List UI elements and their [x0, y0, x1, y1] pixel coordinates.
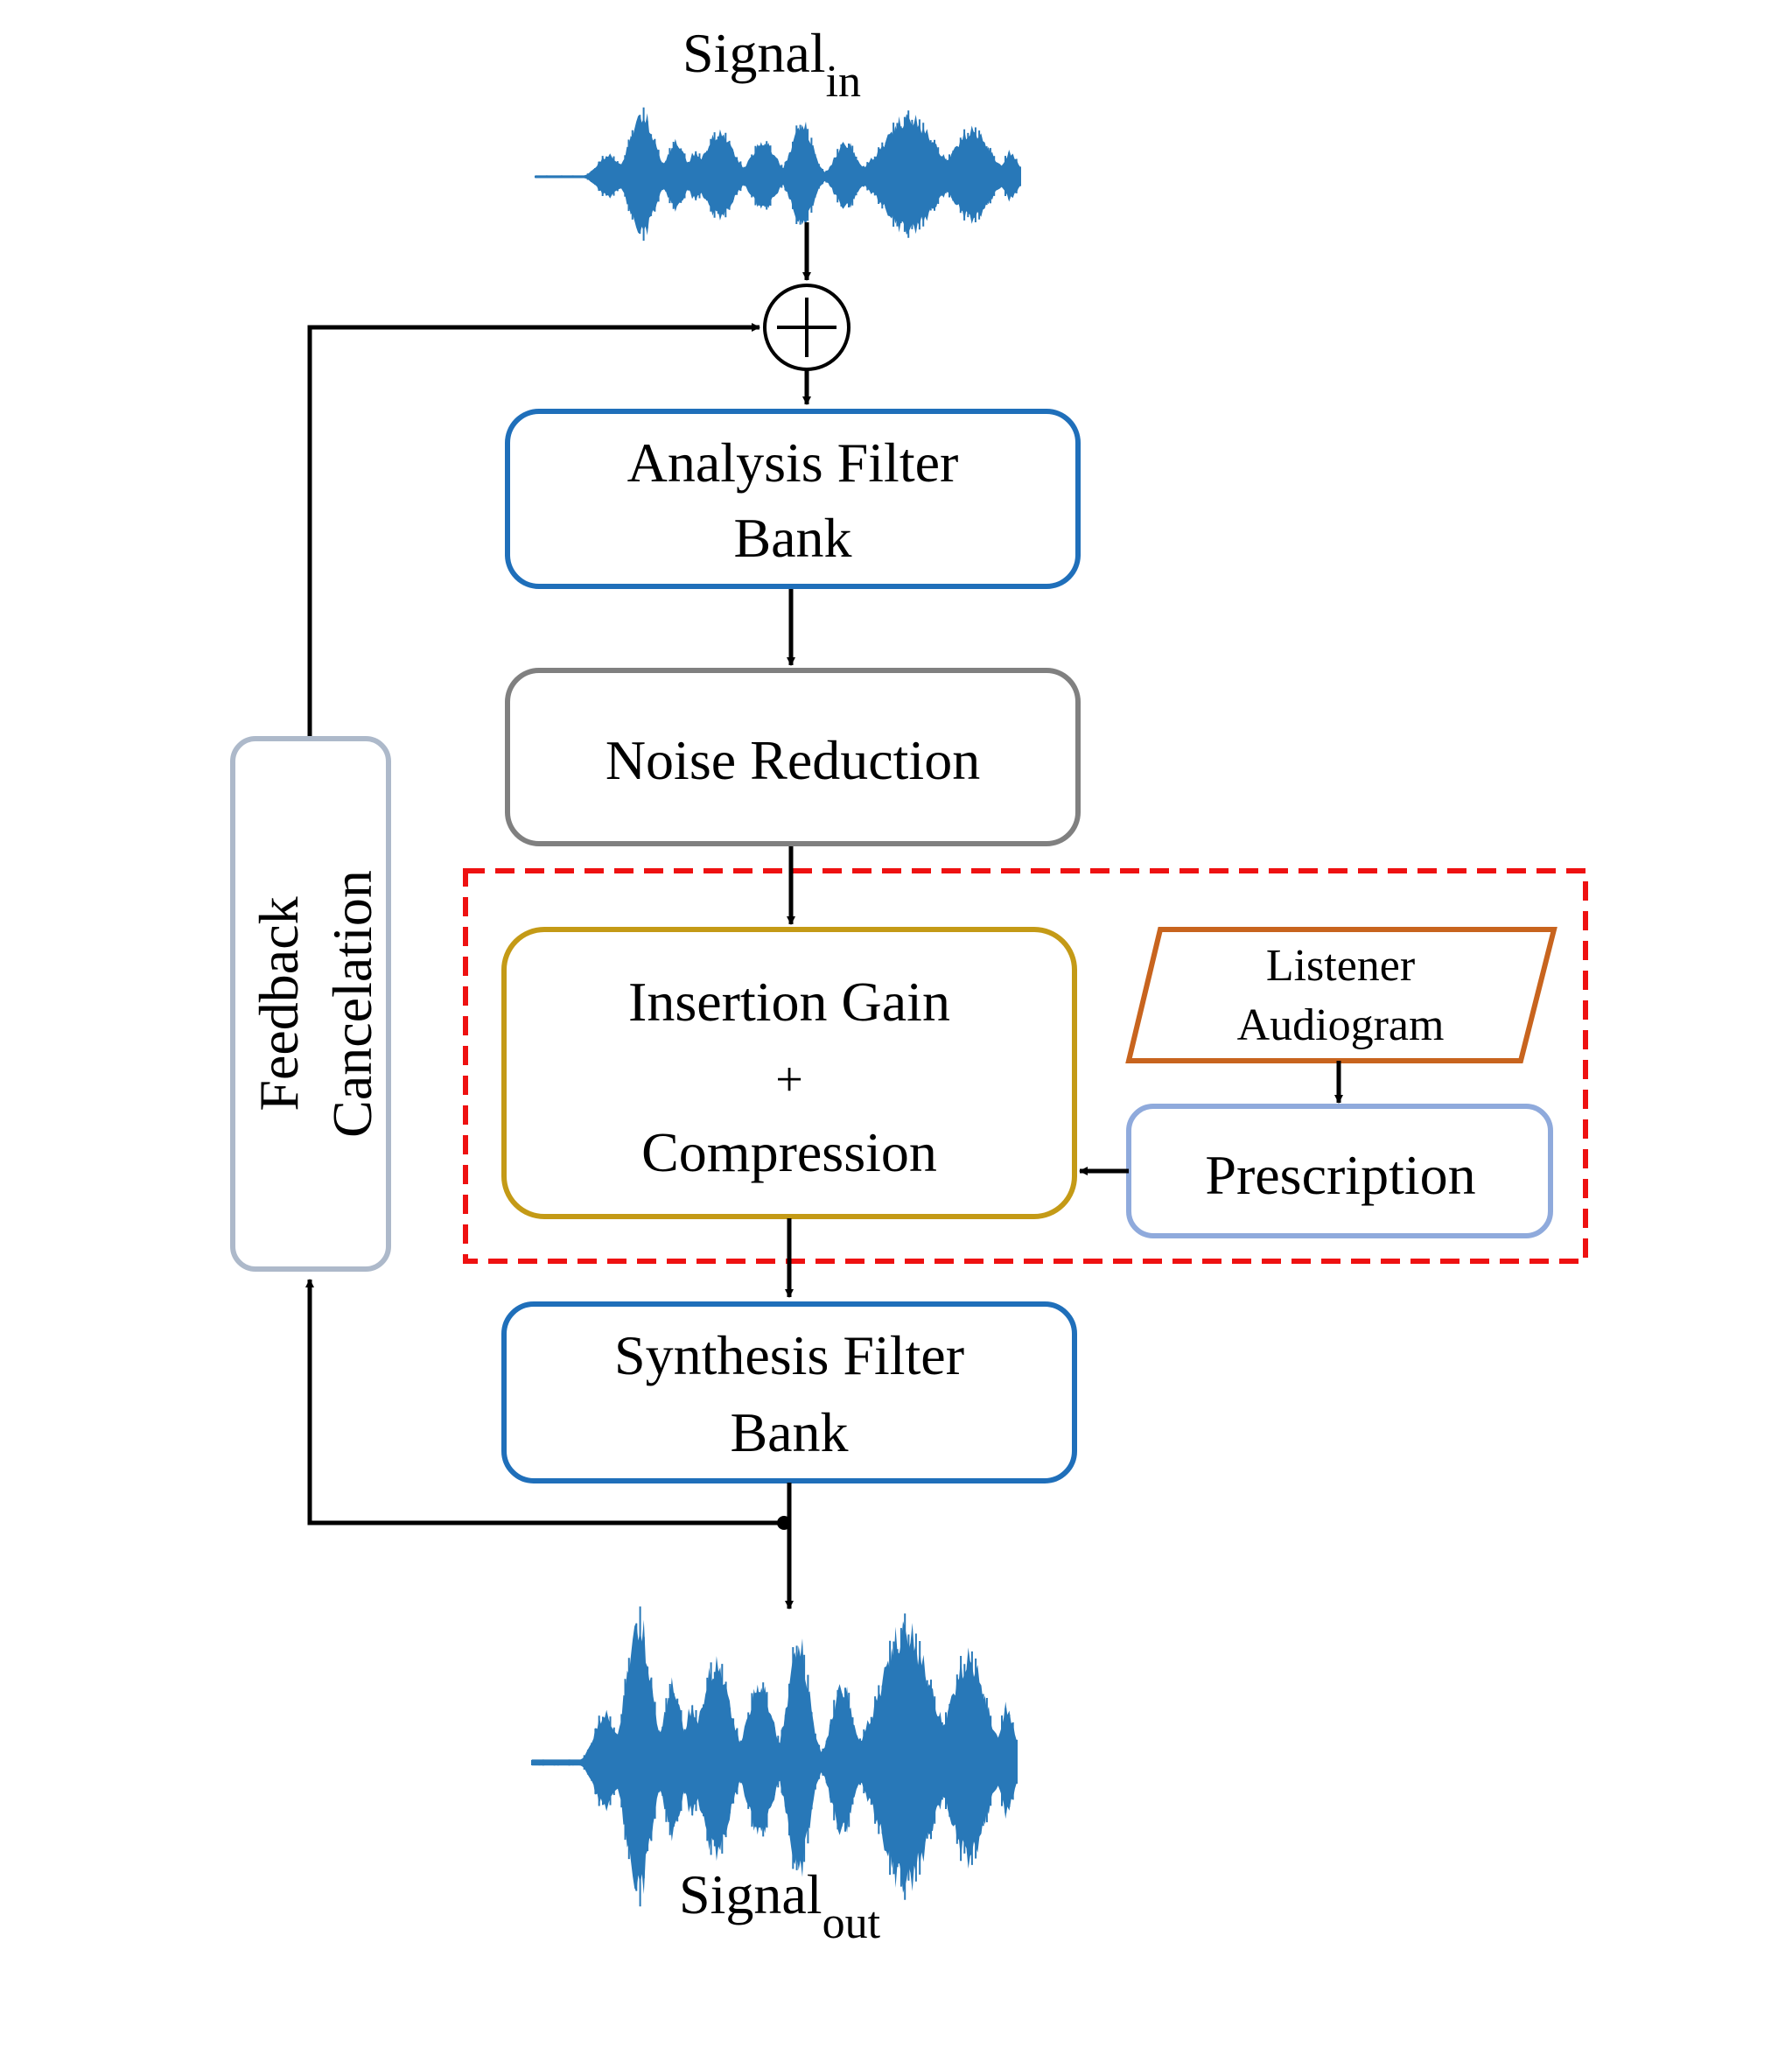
synthesis-filter-bank-line2: Bank: [730, 1401, 848, 1463]
prescription-box: Prescription: [1126, 1104, 1553, 1238]
feedback-cancelation-line2: Cancelation: [321, 870, 383, 1138]
analysis-filter-bank-box: Analysis Filter Bank: [505, 409, 1081, 589]
feedback-cancelation-line1: Feedback: [248, 896, 310, 1111]
signal-in-waveform: [535, 107, 1021, 241]
feedback-return-line: [305, 1279, 784, 1525]
listener-audiogram-line1: Listener: [1266, 941, 1415, 991]
listener-audiogram-box: Listener Audiogram: [1125, 927, 1558, 1063]
signal-in-label: Signalin: [682, 22, 861, 107]
synthesis-filter-bank-box: Synthesis Filter Bank: [501, 1301, 1077, 1483]
insertion-gain-line1: Insertion Gain: [628, 971, 950, 1033]
prescription-label: Prescription: [1205, 1144, 1475, 1206]
analysis-filter-bank-line2: Bank: [733, 507, 851, 569]
feedback-cancelation-box: Feedback Cancelation: [230, 736, 391, 1272]
feedback-to-sum-line: [307, 323, 760, 739]
insertion-gain-line2: +: [775, 1053, 803, 1107]
listener-audiogram-line2: Audiogram: [1237, 1000, 1445, 1050]
adjustment-region: [463, 868, 1588, 1264]
analysis-filter-bank-line1: Analysis Filter: [627, 431, 959, 494]
signal-out-waveform: [531, 1606, 1018, 1907]
synthesis-filter-bank-line1: Synthesis Filter: [614, 1324, 964, 1386]
summing-junction: [763, 284, 850, 371]
signal-out-label: Signalout: [679, 1863, 881, 1948]
noise-reduction-box: Noise Reduction: [505, 668, 1081, 846]
insertion-gain-compression-box: Insertion Gain + Compression: [501, 927, 1077, 1219]
noise-reduction-label: Noise Reduction: [606, 729, 980, 791]
insertion-gain-line3: Compression: [641, 1121, 937, 1183]
